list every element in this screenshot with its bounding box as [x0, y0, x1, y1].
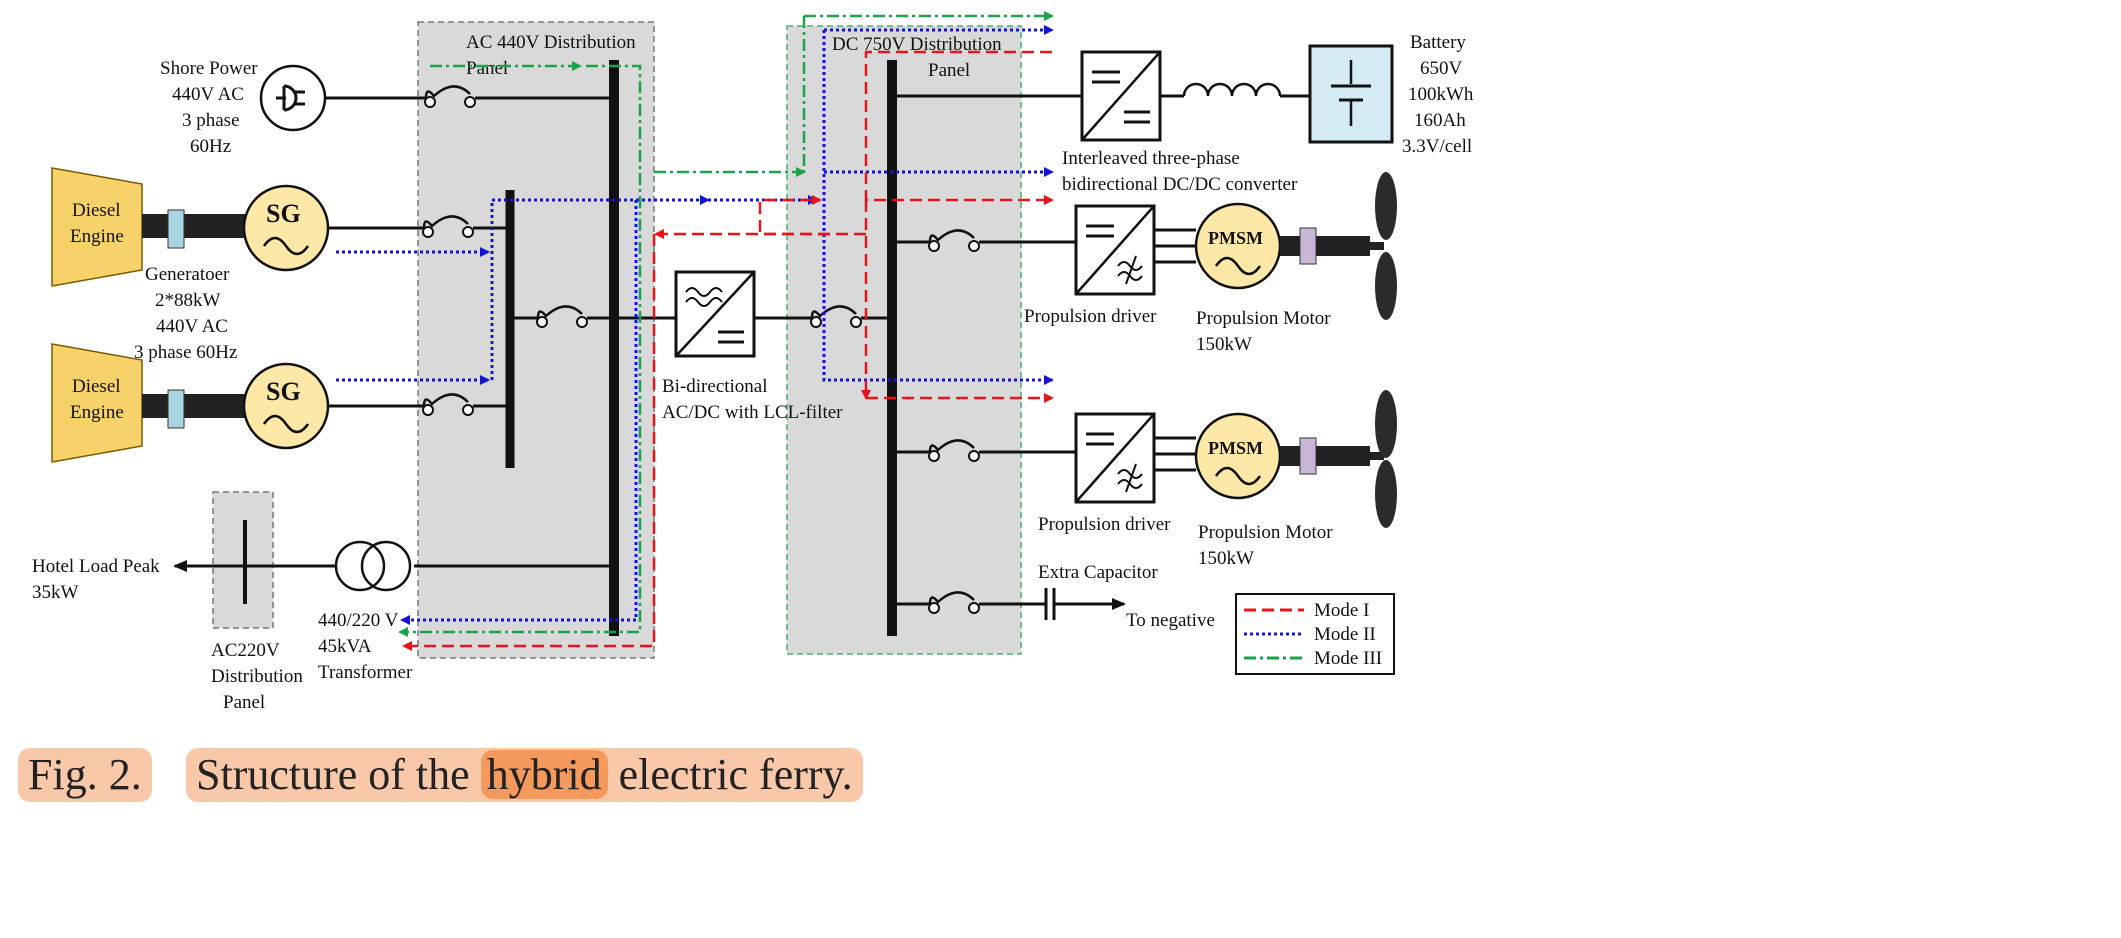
- acdc-label-2: AC/DC with LCL-filter: [662, 402, 843, 423]
- acdc-label-1: Bi-directional: [662, 376, 768, 397]
- propeller-1: [1375, 172, 1397, 320]
- acdc-converter: [674, 270, 756, 358]
- dcdc-label-2: bidirectional DC/DC converter: [1062, 174, 1298, 195]
- extra-capacitor: [1044, 588, 1056, 620]
- caption-text-post: electric ferry.: [618, 750, 853, 799]
- cap-breaker: [928, 591, 980, 614]
- transformer-label-3: Transformer: [318, 662, 413, 683]
- motor-2-label-1: Propulsion Motor: [1198, 522, 1333, 543]
- gen2-breaker: [422, 393, 474, 416]
- sine-icon-1: [262, 236, 310, 256]
- diesel-engine-2-label-1: Diesel: [72, 376, 121, 397]
- propulsion-driver-1: [1074, 204, 1156, 296]
- battery-label-3: 100kWh: [1408, 84, 1474, 105]
- plug-icon: [276, 84, 305, 112]
- sg-2-label: SG: [266, 377, 301, 406]
- caption-text: Structure of the hybrid electric ferry.: [186, 748, 863, 802]
- propulsion-driver-2: [1074, 412, 1156, 504]
- hotel-load-label-2: 35kW: [32, 582, 79, 603]
- dc-in-breaker: [810, 305, 862, 328]
- mode-iii-paths: [398, 11, 1054, 637]
- coupling-1: [167, 209, 185, 249]
- transformer-label-2: 45kVA: [318, 636, 372, 657]
- dcdc-converter: [1080, 50, 1162, 142]
- ac220-panel-label-1: AC220V: [211, 640, 280, 661]
- diesel-engine-2: [51, 343, 143, 463]
- battery-label-1: Battery: [1410, 32, 1466, 53]
- generator-label-2: 2*88kW: [155, 290, 221, 311]
- ac-panel-title-2: Panel: [466, 58, 508, 79]
- generator-label-4: 3 phase 60Hz: [134, 342, 237, 363]
- to-negative-label: To negative: [1126, 610, 1215, 631]
- motor-1-label-1: Propulsion Motor: [1196, 308, 1331, 329]
- battery-label-5: 3.3V/cell: [1402, 136, 1472, 157]
- shore-power-source: [259, 64, 327, 132]
- prop2-breaker: [928, 439, 980, 462]
- dc-panel-title: DC 750V Distribution: [832, 34, 1002, 55]
- diesel-engine-1: [51, 167, 143, 287]
- generator-label-3: 440V AC: [156, 316, 228, 337]
- coupling-2: [167, 389, 185, 429]
- transformer: [334, 540, 412, 592]
- shore-breaker: [424, 85, 476, 108]
- diesel-engine-2-label-2: Engine: [70, 402, 124, 423]
- shaft-coupling-2: [1299, 437, 1317, 475]
- caption-figure-number: Fig. 2.: [18, 748, 152, 802]
- legend-mode-iii: Mode III: [1314, 648, 1382, 669]
- shore-power-label-4: 60Hz: [190, 136, 231, 157]
- propeller-2: [1375, 390, 1397, 528]
- battery-label-4: 160Ah: [1414, 110, 1466, 131]
- shore-power-label-1: Shore Power: [160, 58, 258, 79]
- caption-highlight: hybrid: [480, 750, 608, 799]
- legend-mode-i: Mode I: [1314, 600, 1369, 621]
- mode-ii-paths: [336, 25, 1054, 625]
- shore-power-label-2: 440V AC: [172, 84, 244, 105]
- motor-2-label-2: 150kW: [1198, 548, 1254, 569]
- shore-power-label-3: 3 phase: [182, 110, 240, 131]
- motor-1-label-2: 150kW: [1196, 334, 1252, 355]
- capacitor-label: Extra Capacitor: [1038, 562, 1158, 583]
- pmsm-1-label: PMSM: [1208, 228, 1263, 248]
- ac220-panel-label-2: Distribution: [211, 666, 303, 687]
- dc-distribution-panel: [786, 25, 1022, 655]
- sine-icon-2: [262, 414, 310, 434]
- legend-mode-ii: Mode II: [1314, 624, 1376, 645]
- gen1-breaker: [422, 215, 474, 238]
- sg-1-label: SG: [266, 199, 301, 228]
- dc-panel-title-2: Panel: [928, 60, 970, 81]
- legend: Mode I Mode II Mode III: [1235, 593, 1395, 675]
- caption-text-pre: Structure of the: [196, 750, 470, 799]
- transformer-label-1: 440/220 V: [318, 610, 399, 631]
- shaft-coupling-1: [1299, 227, 1317, 265]
- inductor: [1182, 82, 1282, 97]
- diesel-engine-1-label-2: Engine: [70, 226, 124, 247]
- driver-2-label: Propulsion driver: [1038, 514, 1171, 535]
- bus-tie-breaker: [536, 305, 588, 328]
- ac-panel-title: AC 440V Distribution: [466, 32, 636, 53]
- generator-label-1: Generatoer: [145, 264, 230, 285]
- battery-label-2: 650V: [1420, 58, 1463, 79]
- battery: [1308, 44, 1394, 144]
- pmsm-2-label: PMSM: [1208, 438, 1263, 458]
- diesel-engine-1-label-1: Diesel: [72, 200, 121, 221]
- prop1-breaker: [928, 229, 980, 252]
- mode-i-paths: [402, 50, 1054, 651]
- hotel-load-label-1: Hotel Load Peak: [32, 556, 160, 577]
- driver-1-label: Propulsion driver: [1024, 306, 1157, 327]
- dcdc-label-1: Interleaved three-phase: [1062, 148, 1240, 169]
- ac220-panel-label-3: Panel: [223, 692, 265, 713]
